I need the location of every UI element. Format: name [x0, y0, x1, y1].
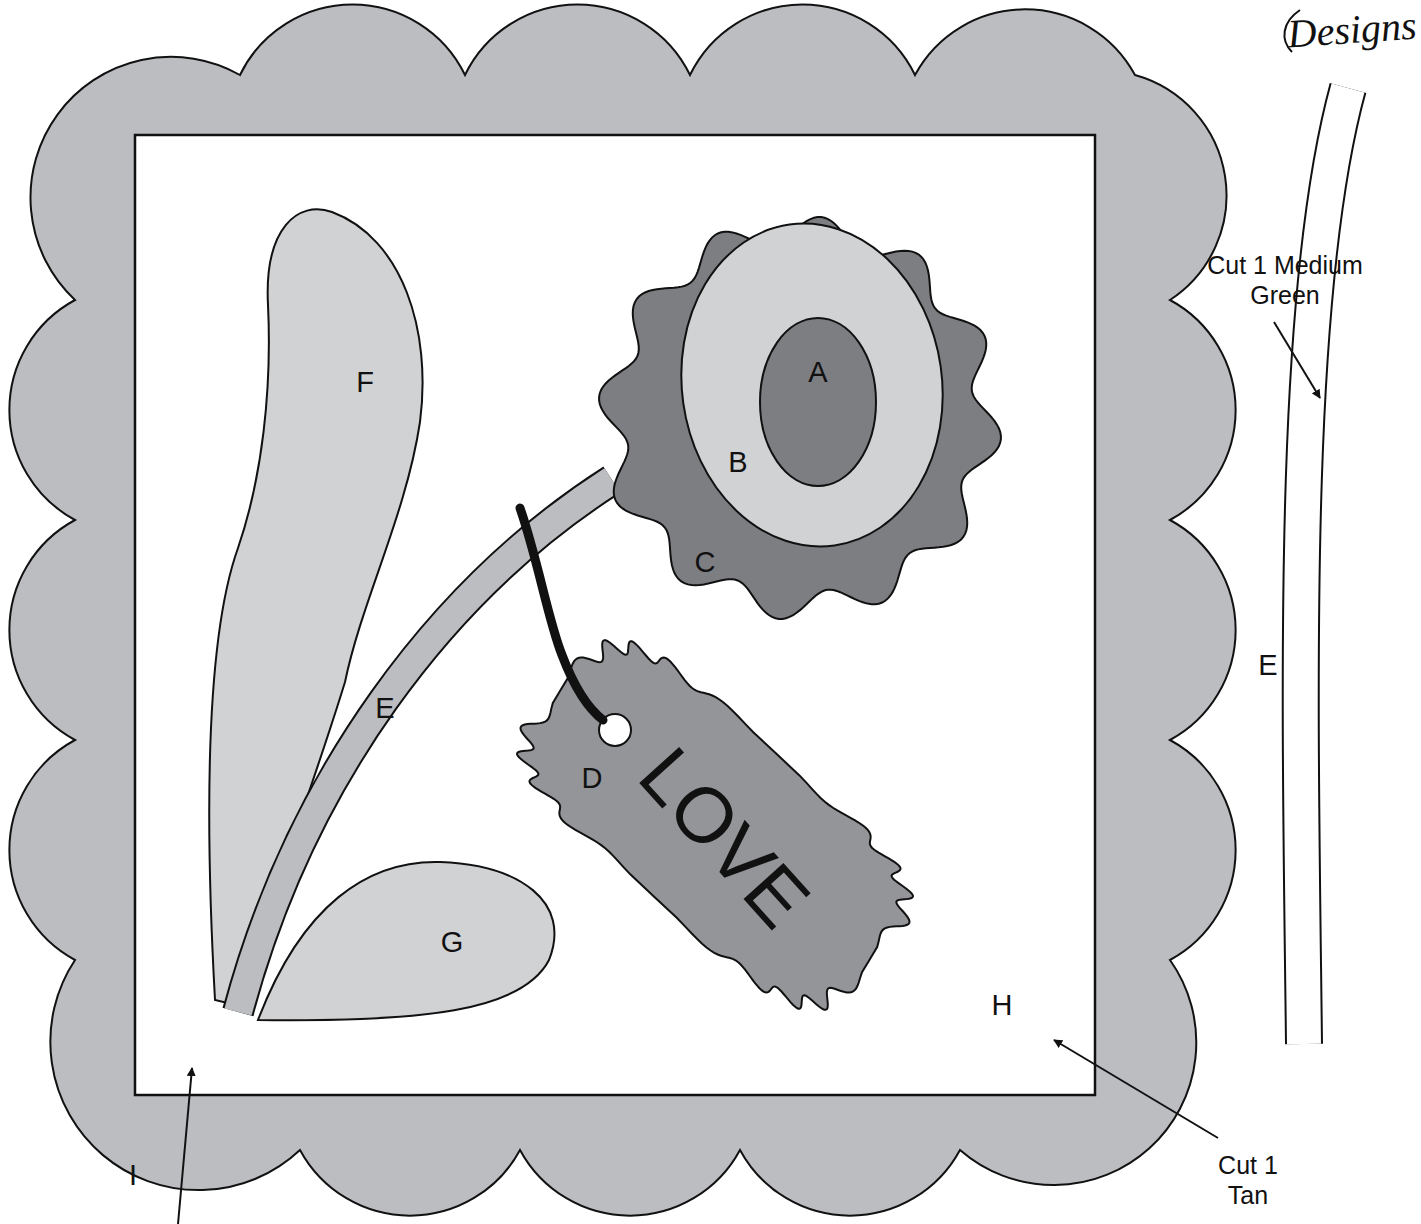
leader-arrow [178, 1068, 192, 1224]
stem-e-outline [1301, 88, 1348, 1044]
part-letter: G [441, 925, 464, 960]
stem-e-template [1301, 88, 1348, 1044]
flower-b [661, 206, 964, 563]
part-letter: E [375, 691, 394, 726]
part-letter: B [728, 445, 747, 480]
background-square [135, 135, 1095, 1095]
part-letter: F [356, 365, 374, 400]
leader-arrow [1274, 322, 1320, 398]
part-letter: D [582, 761, 603, 796]
tag-lettering: LOVE [620, 729, 829, 946]
part-letter: E [1258, 648, 1277, 683]
part-letter: I [129, 1158, 137, 1193]
cutting-note: Cut 1 Medium Green [1190, 250, 1380, 310]
part-letter: C [695, 545, 716, 580]
flower-a [760, 318, 876, 486]
part-letter: A [808, 355, 827, 390]
logo-text: Designs [1286, 2, 1418, 59]
cutting-note: Cut 1 Tan [1208, 1150, 1288, 1210]
tag-cord [520, 508, 603, 720]
scalloped-border [9, 4, 1235, 1215]
leaf-g [258, 862, 554, 1020]
part-letter: H [992, 988, 1013, 1023]
leader-arrow [1054, 1040, 1218, 1138]
